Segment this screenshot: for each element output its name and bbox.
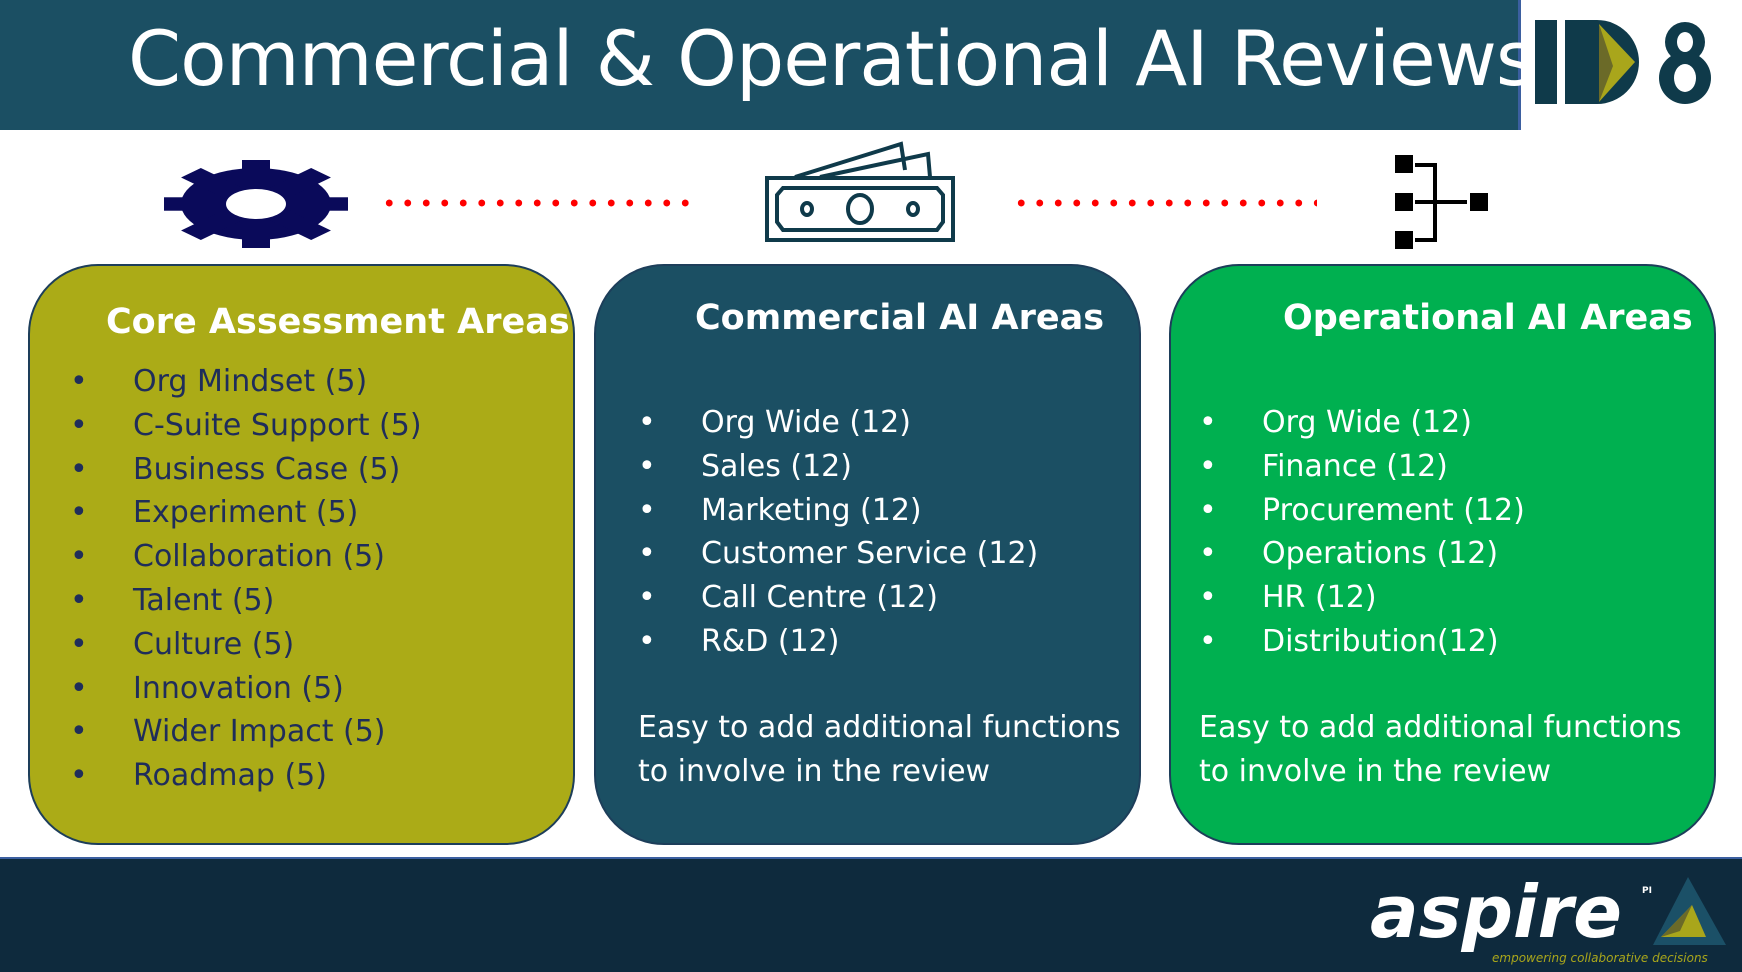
list-item: •Talent (5): [70, 582, 275, 618]
list-item: •Org Mindset (5): [70, 364, 368, 399]
list-item: •Roadmap (5): [70, 758, 327, 794]
list-item: •Experiment (5): [70, 495, 359, 531]
card-title: Core Assessment Areas: [106, 302, 570, 342]
list-item: •Wider Impact (5): [70, 714, 386, 750]
list-item: •Sales (12): [638, 448, 852, 484]
list-item: •Org Wide (12): [638, 405, 911, 440]
connector-dots-right: [1012, 198, 1317, 208]
list-item: •C-Suite Support (5): [70, 407, 422, 443]
gear-icon: [164, 160, 348, 248]
title-banner: Commercial & Operational AI Reviews: [0, 0, 1536, 130]
list-item: •Org Wide (12): [1199, 405, 1472, 440]
svg-text:empowering collaborative decis: empowering collaborative decisions: [1492, 951, 1708, 965]
money-icon: [765, 141, 955, 242]
commercial-list: •Org Wide (12) •Sales (12) •Marketing (1…: [638, 401, 1038, 664]
id8-logo: [1535, 20, 1711, 104]
card-title: Commercial AI Areas: [695, 298, 1105, 338]
list-item: •Marketing (12): [638, 492, 922, 528]
list-item: •Collaboration (5): [70, 539, 385, 575]
list-item: •Culture (5): [70, 626, 295, 662]
list-item: •Procurement (12): [1199, 492, 1525, 528]
commercial-ai-card: Commercial AI Areas •Org Wide (12) •Sale…: [594, 264, 1141, 845]
operational-list: •Org Wide (12) •Finance (12) •Procuremen…: [1199, 401, 1525, 664]
svg-text:PI: PI: [1642, 886, 1652, 896]
list-item: •Innovation (5): [70, 670, 344, 706]
list-item: •Operations (12): [1199, 536, 1499, 572]
operational-ai-card: Operational AI Areas •Org Wide (12) •Fin…: [1169, 264, 1716, 845]
card-note: Easy to add additional functions to invo…: [1199, 710, 1682, 789]
core-list: •Org Mindset (5) •C-Suite Support (5) •B…: [70, 360, 422, 798]
list-item: •Finance (12): [1199, 448, 1448, 484]
list-item: •R&D (12): [638, 623, 840, 659]
card-title: Operational AI Areas: [1283, 298, 1693, 338]
list-item: •Customer Service (12): [638, 536, 1039, 572]
aspire-logo: aspire PI empowering collaborative decis…: [1370, 870, 1726, 965]
page-title: Commercial & Operational AI Reviews: [128, 14, 1536, 103]
list-item: •Business Case (5): [70, 451, 401, 487]
list-item: •HR (12): [1199, 580, 1377, 616]
list-item: • Distribution(12): [1199, 623, 1499, 659]
svg-text:aspire: aspire: [1370, 870, 1622, 954]
footer-bar: [0, 857, 1742, 972]
hierarchy-icon: [1395, 155, 1488, 249]
card-note: Easy to add additional functions to invo…: [638, 710, 1121, 789]
list-item: •Call Centre (12): [638, 580, 938, 616]
connector-dots-left: [380, 198, 700, 208]
core-assessment-card: Core Assessment Areas •Org Mindset (5) •…: [28, 264, 575, 845]
